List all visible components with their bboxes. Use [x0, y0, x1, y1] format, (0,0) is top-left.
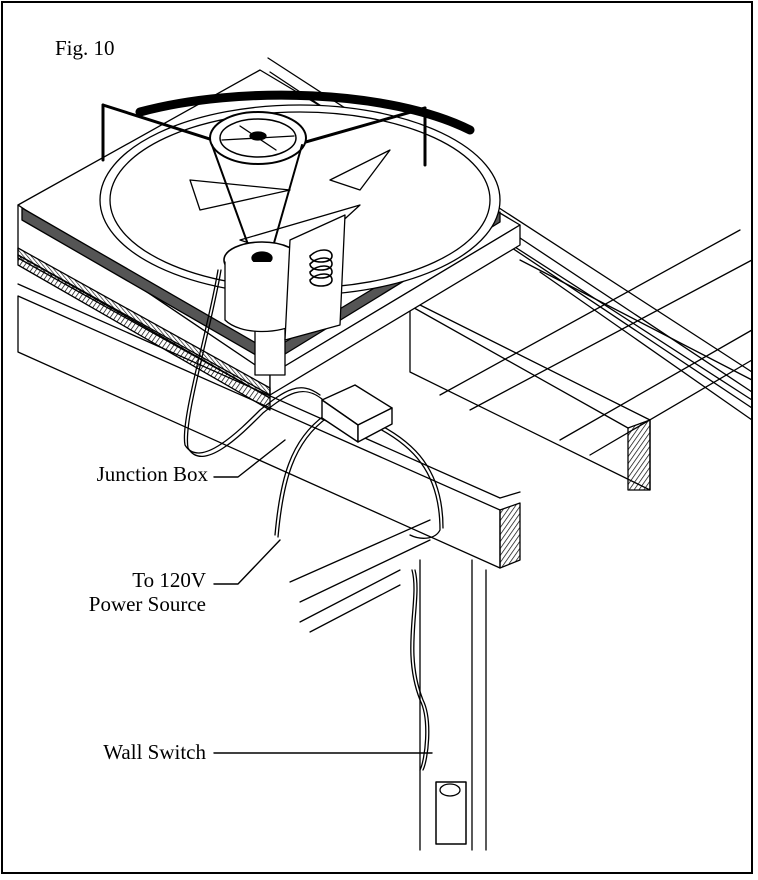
wall-stud — [419, 559, 487, 851]
power-source-label: To 120V Power Source — [89, 568, 206, 616]
cross-boards — [439, 229, 753, 456]
callout-leaders — [213, 439, 433, 754]
fan-assembly — [99, 90, 501, 341]
joist-right — [399, 259, 753, 491]
wall-switch — [435, 781, 467, 845]
wall-switch-label: Wall Switch — [103, 740, 206, 764]
junction-box-label: Junction Box — [96, 462, 208, 486]
power-source-label-line2: Power Source — [88, 592, 206, 616]
figure-label: Fig. 10 — [55, 36, 115, 60]
lower-lines — [289, 519, 431, 633]
wiring — [183, 269, 444, 771]
junction-box — [321, 384, 393, 443]
power-source-label-line1: To 120V — [132, 568, 206, 592]
